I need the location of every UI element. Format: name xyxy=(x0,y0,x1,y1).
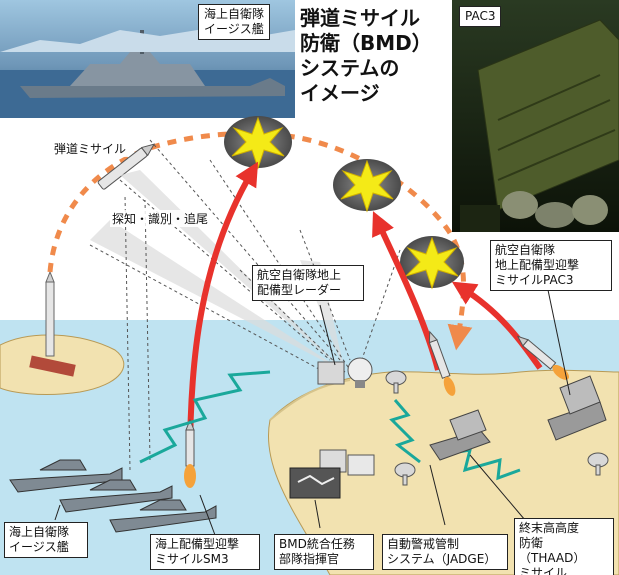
aegis-ships xyxy=(9,459,217,533)
sm3-label: 海上配備型迎撃 ミサイルSM3 xyxy=(150,534,260,570)
aegis-ship-label: 海上自衛隊 イージス艦 xyxy=(4,522,88,558)
pac3-label: 航空自衛隊 地上配備型迎撃 ミサイルPAC3 xyxy=(490,240,612,291)
thaad-launcher xyxy=(429,409,491,461)
radar-label: 航空自衛隊地上 配備型レーダー xyxy=(252,265,364,301)
sm3-missile-icon xyxy=(184,418,196,488)
intercept-explosion-3 xyxy=(400,236,464,290)
aegis-photo-caption: 海上自衛隊 イージス艦 xyxy=(198,4,271,40)
ballistic-missile-icon xyxy=(97,143,156,190)
ballistic-missile-label: 弾道ミサイル xyxy=(52,140,129,157)
bmd-command-label: BMD統合任務 部隊指揮官 xyxy=(274,534,374,570)
radar-site xyxy=(317,357,373,388)
detect-track-label: 探知・識別・追尾 xyxy=(110,210,211,227)
antenna-dishes xyxy=(385,370,609,486)
command-buildings xyxy=(289,449,375,499)
thaad-label: 終末高高度 防衛（THAAD） ミサイル xyxy=(514,518,614,575)
pac3-arrow xyxy=(451,281,543,370)
leader-lines xyxy=(54,289,571,536)
diagram-title: 弾道ミサイル 防衛（BMD） システムの イメージ xyxy=(300,6,432,105)
thaad-missile-icon xyxy=(428,330,456,396)
jadge-label: 自動警戒管制 システム（JADGE） xyxy=(382,534,508,570)
pac3-photo xyxy=(452,0,619,232)
pac3-launcher xyxy=(547,375,607,441)
intercept-explosion-2 xyxy=(333,159,401,213)
intercept-explosion-1 xyxy=(224,116,292,170)
pac3-missile-icon xyxy=(516,335,569,380)
pac3-photo-caption: PAC3 xyxy=(459,6,502,27)
enemy-launcher xyxy=(29,270,76,377)
